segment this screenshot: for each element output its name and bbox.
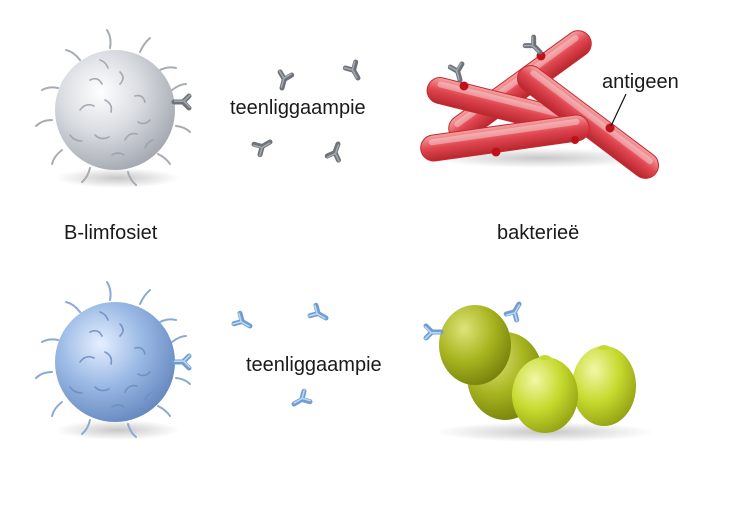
b-lymphocyte-blue xyxy=(35,281,190,440)
rod-bacteria-icon xyxy=(418,25,665,185)
antibody-icon xyxy=(309,305,329,324)
antibody-icon xyxy=(174,355,190,368)
antibody-icon xyxy=(506,301,525,321)
antigen-pointer-line xyxy=(610,93,627,127)
antibody-icon xyxy=(233,313,253,332)
antigen-dots xyxy=(459,51,615,157)
antibody-label-bottom: teenliggaampie xyxy=(246,354,382,376)
antibody-label-top: teenliggaampie xyxy=(230,97,366,119)
antibody-icon xyxy=(291,390,311,409)
antibody-icon xyxy=(253,137,273,156)
bacteria-label: bakterieë xyxy=(497,222,580,244)
antibody-icon xyxy=(275,71,291,90)
antigen-label: antigeen xyxy=(602,71,679,93)
antibody-icon xyxy=(344,61,363,81)
cocci-bacteria-icon xyxy=(425,301,655,442)
b-lymphocyte-label: B-limfosiet xyxy=(64,222,158,244)
antibody-icon xyxy=(524,37,544,57)
b-lymphocyte-grey xyxy=(35,29,190,188)
antibody-icon xyxy=(327,142,344,161)
antibody-icon xyxy=(449,63,465,82)
antibody-icon xyxy=(174,95,190,108)
antibody-icon xyxy=(425,326,441,339)
